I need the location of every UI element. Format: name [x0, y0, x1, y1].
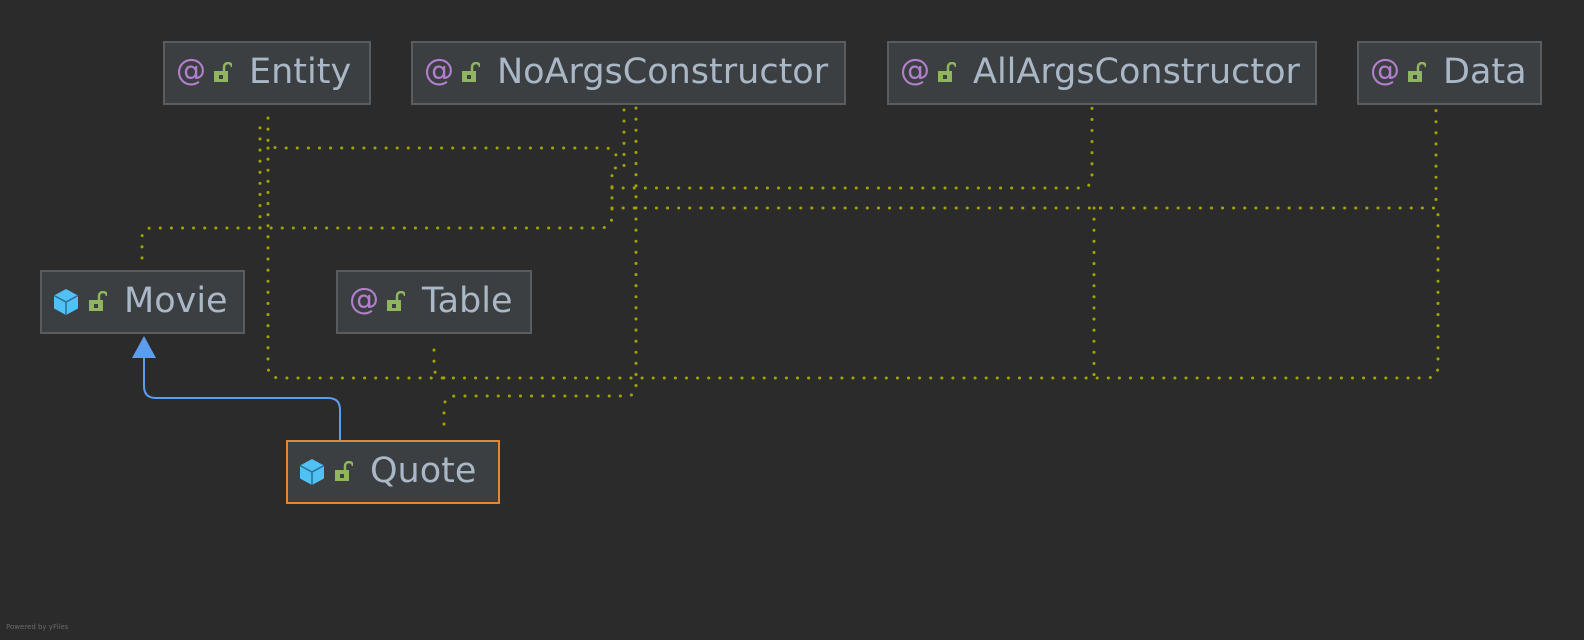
edge-quote-trunk [266, 146, 1440, 380]
node-entity[interactable]: @ Entity [163, 41, 371, 105]
unlock-icon [459, 61, 481, 85]
node-movie[interactable]: Movie [40, 270, 245, 334]
at-icon: @ [1370, 53, 1400, 88]
unlock-icon [1405, 61, 1427, 85]
edge-movie-entity [140, 116, 262, 260]
edge-quote-entity [266, 116, 618, 162]
unlock-icon [86, 290, 108, 314]
powered-by-footer: Powered by yFiles [6, 623, 69, 631]
edge-quote-table [432, 348, 448, 380]
class-icon [298, 457, 326, 487]
node-data[interactable]: @ Data [1357, 41, 1542, 105]
at-icon: @ [176, 53, 206, 88]
unlock-icon [935, 61, 957, 85]
node-table[interactable]: @ Table [336, 270, 532, 334]
node-label: Table [422, 280, 513, 321]
edge-movie-noargs [258, 106, 626, 230]
edge-quote-extends-movie [143, 356, 341, 440]
node-label: Quote [370, 450, 477, 491]
unlock-icon [332, 460, 354, 484]
unlock-icon [384, 290, 406, 314]
edge-movie-allargs [610, 106, 1094, 190]
unlock-icon [211, 61, 233, 85]
node-noargs-constructor[interactable]: @ NoArgsConstructor [411, 41, 846, 105]
inheritance-arrowhead [132, 336, 156, 358]
node-label: Data [1443, 51, 1527, 92]
at-icon: @ [349, 282, 379, 317]
edge-quote-noargs [442, 106, 638, 430]
node-label: Movie [124, 280, 228, 321]
node-label: NoArgsConstructor [497, 51, 829, 92]
node-label: Entity [249, 51, 352, 92]
node-label: AllArgsConstructor [973, 51, 1300, 92]
node-quote[interactable]: Quote [286, 440, 500, 504]
node-allargs-constructor[interactable]: @ AllArgsConstructor [887, 41, 1317, 105]
edge-movie-data [610, 106, 1438, 210]
at-icon: @ [424, 53, 454, 88]
at-icon: @ [900, 53, 930, 88]
class-icon [52, 287, 80, 317]
